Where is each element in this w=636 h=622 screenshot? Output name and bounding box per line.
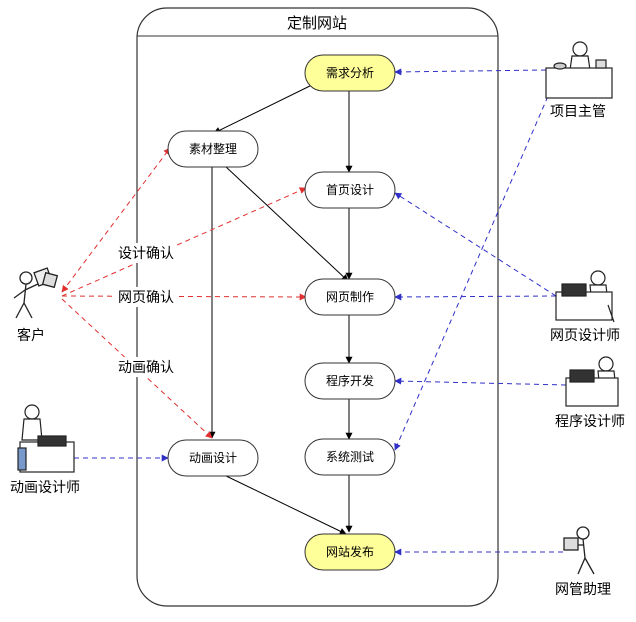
edge-xiangmu-xuqiu <box>394 68 547 76</box>
activity-nodes: 需求分析 素材整理 首页设计 网页制作 程序开发 动画设计 系统测试 网站发布 <box>167 54 396 571</box>
label-sheji-queren: 设计确认 <box>118 246 174 262</box>
actor-label-kehu: 客户 <box>17 327 45 344</box>
actor-label-donghuasheji: 动画设计师 <box>10 480 80 496</box>
node-wangye[interactable]: 网页制作 <box>304 278 396 316</box>
edge-kehu-wangye <box>61 293 307 301</box>
svg-text:程序开发: 程序开发 <box>326 373 374 388</box>
edge-xuqiu-sucai <box>213 81 319 134</box>
label-wangye-queren: 网页确认 <box>118 290 174 306</box>
actor-donghuasheji: 动画设计师 <box>10 404 80 496</box>
actor-label-xiangmu: 项目主管 <box>550 104 606 120</box>
svg-text:网站发布: 网站发布 <box>326 544 374 559</box>
node-donghua[interactable]: 动画设计 <box>167 439 259 477</box>
edge-kehu-sucai <box>61 147 171 293</box>
node-sucai[interactable]: 素材整理 <box>167 130 259 168</box>
svg-text:需求分析: 需求分析 <box>326 66 374 80</box>
staff-edges <box>74 68 567 556</box>
actor-label-wangguan: 网管助理 <box>555 582 611 598</box>
svg-text:网页制作: 网页制作 <box>326 290 374 304</box>
edge-xiangmu-ceshi <box>394 79 556 451</box>
actor-chengxusheji: 程序设计师 <box>555 356 625 430</box>
flow-edges <box>208 81 353 535</box>
svg-text:首页设计: 首页设计 <box>326 183 374 197</box>
edge-donghua-fabu <box>221 473 347 535</box>
person-walking-icon <box>13 267 59 319</box>
actor-wangguan: 网管助理 <box>555 526 611 598</box>
node-xuqiu[interactable]: 需求分析 <box>304 54 396 92</box>
actor-wangyesheji: 网页设计师 <box>550 270 620 344</box>
person-at-computer-icon <box>555 270 615 323</box>
edge-labels: 设计确认 网页确认 动画确认 <box>115 243 177 377</box>
edge-sucai-wangye <box>224 165 349 282</box>
node-shouye[interactable]: 首页设计 <box>304 171 396 209</box>
actor-xiangmu: 项目主管 <box>545 41 613 120</box>
actor-label-chengxusheji: 程序设计师 <box>555 414 625 430</box>
node-fabu[interactable]: 网站发布 <box>304 533 396 571</box>
svg-text:系统测试: 系统测试 <box>326 449 374 464</box>
edge-chengxusheji-chengxu <box>394 377 567 386</box>
person-at-computer-icon <box>565 356 619 407</box>
actor-kehu: 客户 <box>13 267 59 344</box>
node-chengxu[interactable]: 程序开发 <box>304 362 396 400</box>
svg-text:素材整理: 素材整理 <box>189 141 237 156</box>
actor-label-wangyesheji: 网页设计师 <box>550 328 620 344</box>
person-walking-icon <box>563 526 595 575</box>
svg-text:动画设计: 动画设计 <box>189 451 237 465</box>
node-ceshi[interactable]: 系统测试 <box>304 438 396 476</box>
label-donghua-queren: 动画确认 <box>118 360 174 376</box>
swimlane-title: 定制网站 <box>287 14 347 32</box>
person-at-desk-icon <box>545 41 613 99</box>
edge-wangyesheji-shouye <box>394 192 557 297</box>
person-at-computer-icon <box>17 404 75 473</box>
